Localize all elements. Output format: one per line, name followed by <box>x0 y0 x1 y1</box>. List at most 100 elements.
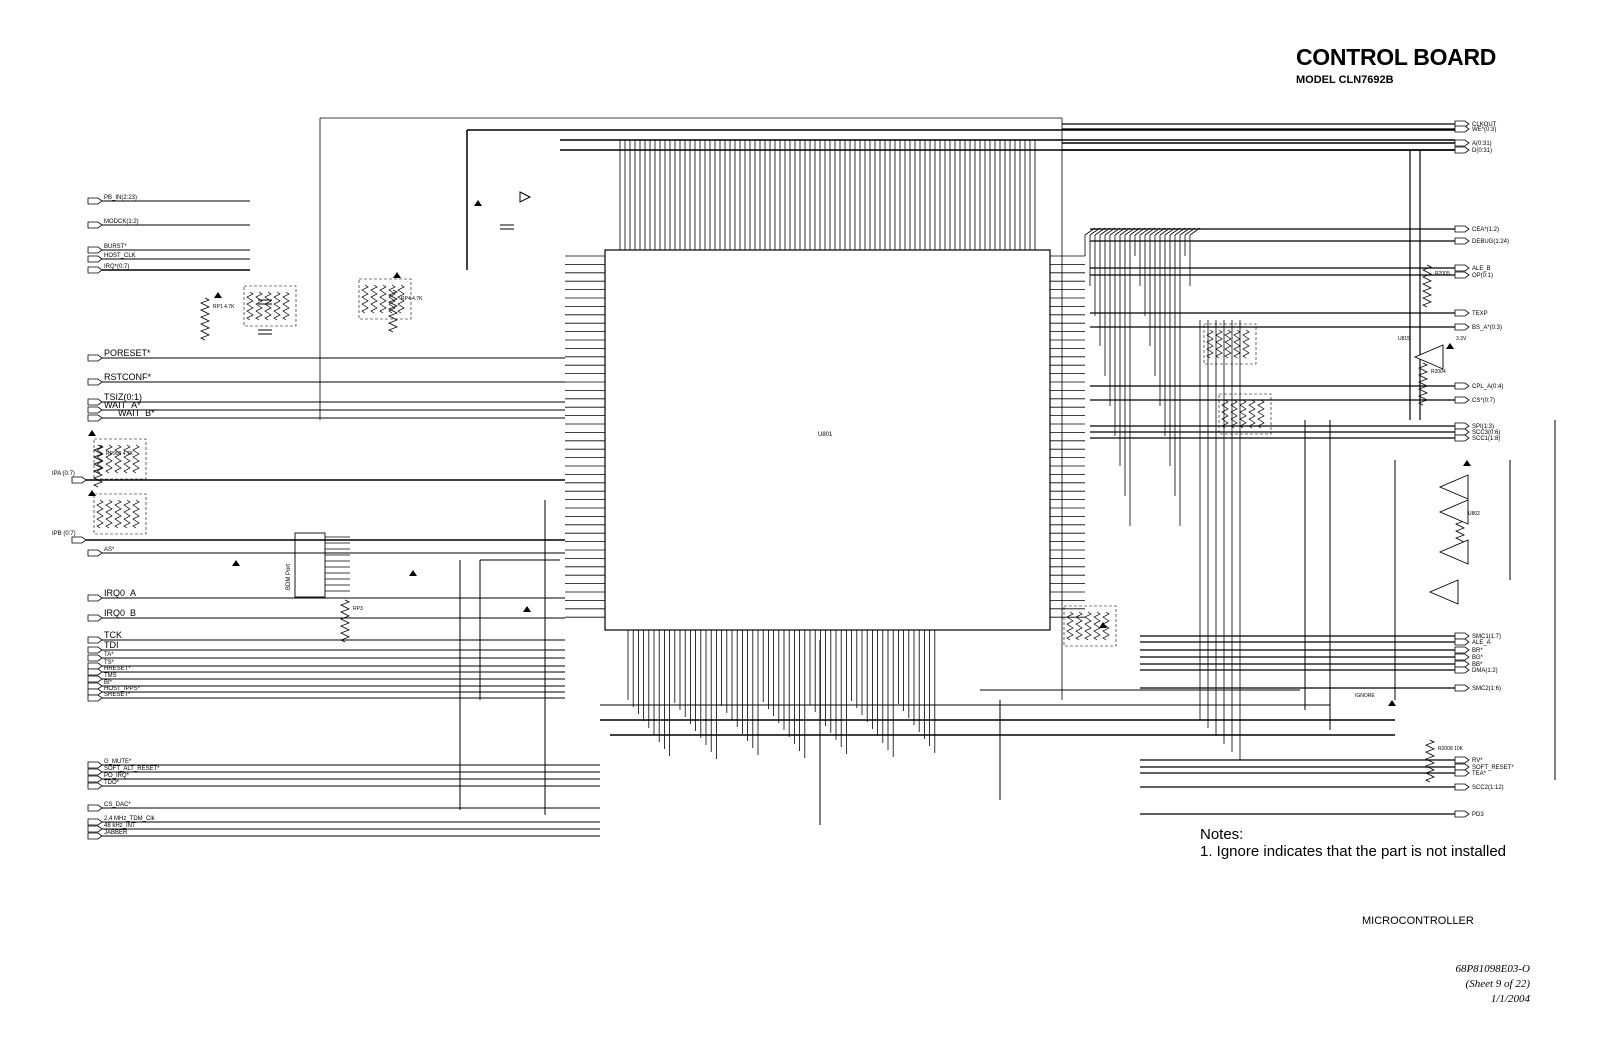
power-arrow-icon <box>393 272 401 278</box>
resistor-pack-outline <box>243 285 297 327</box>
note-item: 1. Ignore indicates that the part is not… <box>1200 843 1507 860</box>
component-label: RP1 4.7K <box>213 304 235 310</box>
resistor-pack-icon <box>1257 399 1265 429</box>
power-arrow-icon <box>1099 622 1107 628</box>
port-arrow-icon <box>1454 146 1470 154</box>
resistor-pack-icon <box>1221 399 1229 429</box>
bdm-port-label: BDM Port <box>286 564 292 590</box>
port-label-r18: BG* <box>1472 655 1484 661</box>
port-label-6: RSTCONF* <box>104 372 151 382</box>
port-arrow-icon <box>1454 271 1470 279</box>
power-arrow-icon <box>88 490 96 496</box>
resistor-pack-icon <box>397 284 405 314</box>
resistor-pack-icon <box>1239 399 1247 429</box>
port-label-2: BURST* <box>104 244 127 250</box>
port-arrow-icon <box>71 476 87 484</box>
resistor-pack-icon <box>1102 611 1110 641</box>
buffer-gate-icon <box>1438 474 1469 500</box>
port-arrow-icon <box>1454 237 1470 245</box>
resistor-pack-icon <box>282 291 290 321</box>
port-arrow-icon <box>1454 810 1470 818</box>
component-label: RP3 <box>353 606 363 612</box>
chip-u801 <box>604 249 1051 631</box>
port-label-r7: OP(0:1) <box>1472 273 1493 279</box>
resistor-icon <box>93 444 103 488</box>
resistor-icon <box>388 289 398 333</box>
resistor-pack-icon <box>96 499 104 529</box>
power-arrow-icon <box>232 560 240 566</box>
resistor-icon <box>1422 264 1432 308</box>
port-arrow-icon <box>1454 225 1470 233</box>
resistor-pack-icon <box>1242 329 1250 359</box>
port-label-25: SOFT_ALT_RESET* <box>104 766 160 772</box>
port-arrow-icon <box>1454 783 1470 791</box>
port-label-12: AS* <box>104 547 115 553</box>
resistor-pack-outline <box>358 278 412 320</box>
component-label: RP900 4.7K <box>106 451 134 457</box>
port-label-24: G_MUTE* <box>104 759 132 765</box>
resistor-icon <box>1425 739 1435 783</box>
resistor-pack-outline <box>1218 393 1272 435</box>
component-label: RP4 4.7K <box>401 296 423 302</box>
resistor-pack-outline <box>93 493 147 535</box>
power-arrow-icon <box>523 606 531 612</box>
resistor-pack-icon <box>1206 329 1214 359</box>
resistor-pack-icon <box>1093 611 1101 641</box>
port-arrow-icon <box>87 197 103 205</box>
port-arrow-icon <box>1454 323 1470 331</box>
resistor-pack-icon <box>132 499 140 529</box>
port-arrow-icon <box>87 675 103 683</box>
port-arrow-icon <box>1454 422 1470 430</box>
component-label: R2004 <box>1431 369 1446 375</box>
port-label-7: TSIZ(0:1) <box>104 392 142 402</box>
port-label-r12: SPI(1:3) <box>1472 424 1494 430</box>
port-arrow-icon <box>87 549 103 557</box>
resistor-pack-icon <box>1233 329 1241 359</box>
port-label-r15: SMC1(1:7) <box>1472 634 1501 640</box>
port-label-r26: PD3 <box>1472 812 1484 818</box>
port-label-21: BI* <box>104 680 113 686</box>
port-label-5: PORESET* <box>104 348 151 358</box>
doc-number: 68P81098E03-O <box>1455 963 1530 975</box>
resistor-pack-icon <box>361 284 369 314</box>
power-arrow-icon <box>474 200 482 206</box>
port-arrow-icon <box>1454 309 1470 317</box>
port-arrow-icon <box>87 646 103 654</box>
port-label-r20: DMA(1:2) <box>1472 668 1498 674</box>
resistor-pack-icon <box>1224 329 1232 359</box>
port-label-r3: D(0:31) <box>1472 148 1492 154</box>
port-arrow-icon <box>87 662 103 670</box>
port-arrow-icon <box>1454 382 1470 390</box>
port-arrow-icon <box>1454 396 1470 404</box>
ground-icon <box>519 191 532 203</box>
port-label-14: IRQ0_B <box>104 608 136 618</box>
doc-info: 68P81098E03-O (Sheet 9 of 22) 1/1/2004 <box>1455 962 1530 1007</box>
port-arrow-icon <box>87 688 103 696</box>
port-label-r22: RV* <box>1472 758 1483 764</box>
resistor-pack-icon <box>1248 399 1256 429</box>
port-label-16: TDI <box>104 640 119 650</box>
port-label-r6: ALE_B <box>1472 266 1491 272</box>
power-arrow-icon <box>1463 460 1471 466</box>
port-arrow-icon <box>87 782 103 790</box>
resistor-pack-icon <box>132 444 140 474</box>
port-label-r8: TEXP <box>1472 311 1488 317</box>
component-label: U815 <box>1398 336 1410 342</box>
port-label-r2: A(0:31) <box>1472 141 1492 147</box>
port-label-28: CS_DAC* <box>104 802 131 808</box>
buffer-gate-icon <box>1413 344 1444 370</box>
port-arrow-icon <box>87 682 103 690</box>
resistor-pack-icon <box>123 444 131 474</box>
port-label-r17: BR* <box>1472 648 1483 654</box>
port-arrow-icon <box>87 406 103 414</box>
port-arrow-icon <box>1454 638 1470 646</box>
port-label-30: 48 kHz_INT <box>104 823 136 829</box>
chip-ref: U801 <box>818 432 833 438</box>
port-arrow-icon <box>1454 428 1470 436</box>
resistor-pack-icon <box>273 291 281 321</box>
section-label: MICROCONTROLLER <box>1362 915 1474 927</box>
power-arrow-icon <box>1446 343 1454 349</box>
port-label-r11: CS*(0:7) <box>1472 398 1495 404</box>
port-arrow-icon <box>87 221 103 229</box>
